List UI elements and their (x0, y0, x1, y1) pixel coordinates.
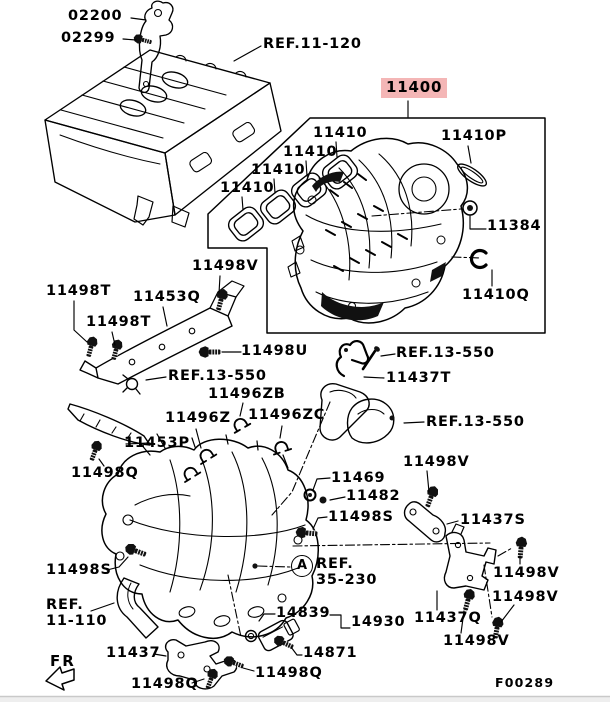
part-label-11498v-1[interactable]: 11498V (192, 258, 259, 274)
part-label-11498v-3[interactable]: 11498V (493, 565, 560, 581)
heat-protector-drawing (319, 340, 395, 444)
part-label-11384[interactable]: 11384 (487, 218, 542, 234)
part-label-11437s[interactable]: 11437S (460, 512, 526, 528)
part-label-11482[interactable]: 11482 (346, 488, 401, 504)
ref-label-13-550-1[interactable]: REF.13-550 (396, 345, 495, 361)
fastener-drawings (82, 32, 529, 691)
part-label-11437q[interactable]: 11437Q (414, 610, 482, 626)
grommet-drawing-11384 (462, 200, 478, 216)
part-label-11453q[interactable]: 11453Q (133, 289, 201, 305)
ref-label-11-120[interactable]: REF.11-120 (263, 36, 362, 52)
part-label-11498s-2[interactable]: 11498S (46, 562, 112, 578)
intake-manifold-upper-drawing (287, 137, 469, 324)
oring-drawing-11410p (456, 163, 488, 187)
part-label-11410p[interactable]: 11410P (441, 128, 507, 144)
ref-label-35-230-line1: REF. (316, 556, 354, 572)
part-label-11498t-1[interactable]: 11498T (46, 283, 112, 299)
part-label-11498s-1[interactable]: 11498S (328, 509, 394, 525)
part-label-11400[interactable]: 11400 (381, 78, 448, 98)
page-bottom-edge (0, 695, 610, 702)
figure-code: F00289 (495, 675, 555, 690)
part-label-11498q-1[interactable]: 11498Q (71, 465, 139, 481)
part-label-11496z[interactable]: 11496Z (165, 410, 231, 426)
view-marker-a: A (291, 555, 313, 577)
ref-label-13-550-2[interactable]: REF.13-550 (168, 368, 267, 384)
part-label-14871[interactable]: 14871 (303, 645, 358, 661)
pipe-drawing-ref11110 (116, 577, 159, 639)
fr-direction-arrow (45, 666, 75, 691)
assembly-box-11400 (207, 117, 546, 334)
part-label-11496zc[interactable]: 11496ZC (248, 407, 326, 423)
ref-label-13-550-3[interactable]: REF.13-550 (426, 414, 525, 430)
part-label-11410-3[interactable]: 11410 (251, 162, 306, 178)
part-label-14930[interactable]: 14930 (351, 614, 406, 630)
fr-indicator-label: FR (50, 652, 76, 670)
ref-label-11-110[interactable]: REF.11-110 (46, 597, 107, 629)
part-label-11410-4[interactable]: 11410 (220, 180, 275, 196)
leader-lines (73, 17, 521, 684)
ref-label-11-110-line1: REF. (46, 597, 84, 613)
snap-ring-drawing-11410q (469, 248, 488, 270)
intake-manifold-lower-drawing (101, 433, 319, 639)
part-label-11437[interactable]: 11437 (106, 645, 161, 661)
part-label-11498v-4[interactable]: 11498V (492, 589, 559, 605)
part-label-11498u[interactable]: 11498U (241, 343, 309, 359)
ref-label-35-230-line2: 35-230 (316, 572, 378, 589)
part-label-02200[interactable]: 02200 (68, 8, 123, 24)
part-label-11410q[interactable]: 11410Q (462, 287, 530, 303)
part-label-11410-2[interactable]: 11410 (283, 144, 338, 160)
part-label-11437t[interactable]: 11437T (386, 370, 452, 386)
ref-label-35-230[interactable]: REF.35-230 (316, 556, 377, 588)
blade-drawing-11453p (67, 403, 151, 446)
part-label-02299[interactable]: 02299 (61, 30, 116, 46)
part-label-11469[interactable]: 11469 (331, 470, 386, 486)
part-label-11498q-2[interactable]: 11498Q (255, 665, 323, 681)
ref-label-11-110-line2: 11-110 (46, 613, 108, 630)
cylinder-head-drawing (44, 0, 282, 228)
clamp-drawing-ref13550 (122, 374, 141, 395)
part-label-11498v-5[interactable]: 11498V (443, 633, 510, 649)
part-label-14839[interactable]: 14839 (276, 605, 331, 621)
part-label-11496zb[interactable]: 11496ZB (208, 386, 286, 402)
part-label-11498q-3[interactable]: 11498Q (131, 676, 199, 692)
datum-lines (227, 208, 513, 638)
link-drawing-11437s (403, 501, 447, 543)
part-label-11498t-2[interactable]: 11498T (86, 314, 152, 330)
part-label-11410-1[interactable]: 11410 (313, 125, 368, 141)
part-label-11498v-2[interactable]: 11498V (403, 454, 470, 470)
bracket-drawing-11437q (443, 523, 497, 591)
part-label-11453p[interactable]: 11453P (124, 435, 190, 451)
